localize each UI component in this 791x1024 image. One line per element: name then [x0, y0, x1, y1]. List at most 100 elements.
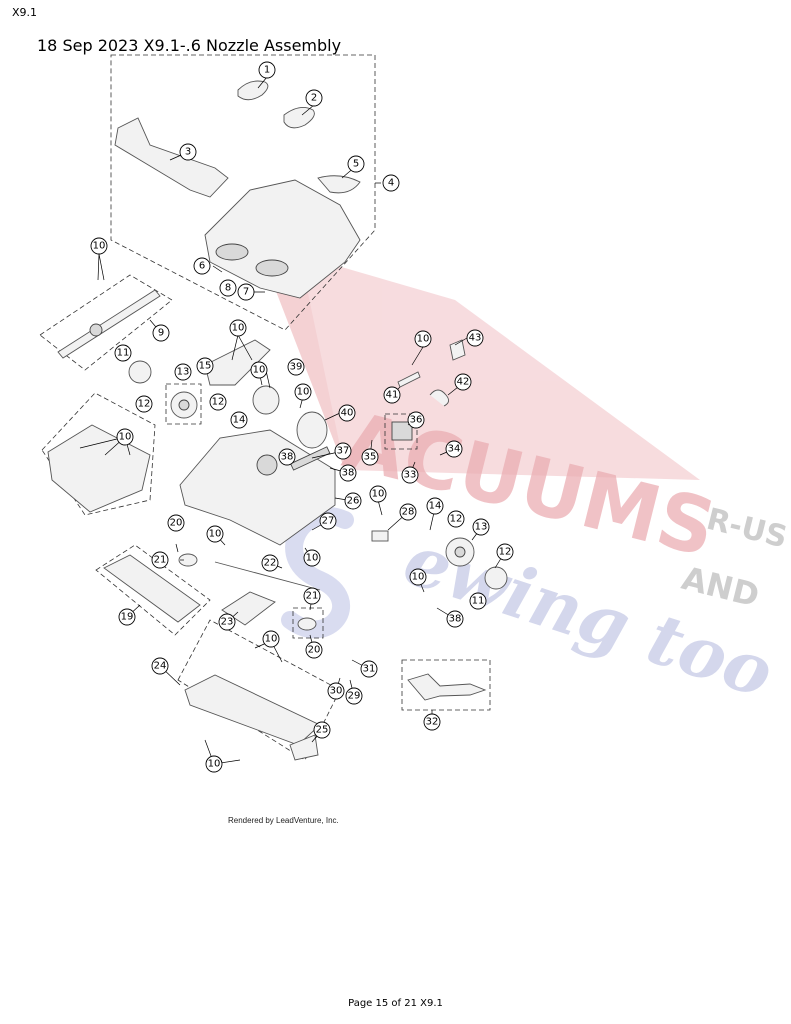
callout-10f-label: 10 — [417, 334, 430, 345]
callout-25-label: 25 — [316, 725, 329, 736]
part-21-bearing-a — [178, 553, 198, 567]
callout-10l-label: 10 — [208, 759, 221, 770]
callout-30: 30 — [327, 682, 345, 700]
callout-10j: 10 — [409, 568, 427, 586]
callout-13b: 13 — [472, 518, 490, 536]
callout-4: 4 — [382, 174, 400, 192]
part-38-washer — [256, 454, 278, 476]
callout-42-label: 42 — [457, 377, 470, 388]
callout-25: 25 — [313, 721, 331, 739]
callout-10k-label: 10 — [265, 634, 278, 645]
callout-1: 1 — [258, 61, 276, 79]
part-brushroll-base — [47, 424, 151, 513]
callout-21b-label: 21 — [306, 591, 319, 602]
callout-37-label: 37 — [337, 446, 350, 457]
doc-code: X9.1 — [12, 6, 38, 19]
parts — [47, 80, 508, 761]
callout-24-label: 24 — [154, 661, 167, 672]
callout-38b: 38 — [339, 464, 357, 482]
callout-23: 23 — [218, 613, 236, 631]
callout-3: 3 — [179, 143, 197, 161]
part-37-belt-strip — [290, 446, 331, 471]
page-title: 18 Sep 2023 X9.1-.6 Nozzle Assembly — [37, 36, 342, 55]
callout-39: 39 — [287, 358, 305, 376]
callout-10d: 10 — [294, 383, 312, 401]
callout-33-label: 33 — [404, 470, 417, 481]
callout-14a: 14 — [230, 411, 248, 429]
part-2-knob — [283, 106, 315, 129]
callout-35: 35 — [361, 448, 379, 466]
callout-12c: 12 — [447, 510, 465, 528]
callout-2-label: 2 — [311, 93, 317, 104]
callout-23-label: 23 — [221, 617, 234, 628]
part-26-base — [179, 429, 336, 546]
callout-41: 41 — [383, 386, 401, 404]
callout-28: 28 — [399, 503, 417, 521]
callout-4-label: 4 — [388, 178, 394, 189]
callout-30-label: 30 — [330, 686, 343, 697]
callout-5: 5 — [347, 155, 365, 173]
callout-40: 40 — [338, 404, 356, 422]
part-28-latch — [371, 530, 389, 542]
callout-39-label: 39 — [290, 362, 303, 373]
part-42-spring — [429, 389, 449, 407]
callout-29-label: 29 — [348, 691, 361, 702]
callout-13a-label: 13 — [177, 367, 190, 378]
part-13-wheel-right-hub — [454, 546, 466, 558]
group-outline-19 — [95, 544, 211, 636]
callout-6-label: 6 — [199, 261, 205, 272]
callout-12c-label: 12 — [450, 514, 463, 525]
part-9-gear — [89, 323, 103, 337]
callout-38c: 38 — [446, 610, 464, 628]
part-4-hood-window-left — [215, 243, 249, 261]
callout-32: 32 — [423, 713, 441, 731]
callout-10a: 10 — [90, 237, 108, 255]
part-36-switch — [391, 421, 413, 441]
callout-10h: 10 — [206, 525, 224, 543]
group-outline-brushroll-base — [41, 392, 156, 516]
callout-10b-label: 10 — [232, 323, 245, 334]
callout-9-label: 9 — [158, 328, 164, 339]
callout-13b-label: 13 — [475, 522, 488, 533]
callout-36: 36 — [407, 411, 425, 429]
callout-8-label: 8 — [225, 283, 231, 294]
part-19-brushroll — [103, 554, 201, 623]
part-24-baseplate — [184, 674, 321, 746]
callout-34: 34 — [445, 440, 463, 458]
callout-7: 7 — [237, 283, 255, 301]
part-23-plate — [221, 591, 276, 626]
callout-26: 26 — [344, 492, 362, 510]
watermark-suffix1: R-US — [703, 502, 791, 556]
callout-43-label: 43 — [469, 333, 482, 344]
callout-5-label: 5 — [353, 159, 359, 170]
callout-6: 6 — [193, 257, 211, 275]
callout-15-label: 15 — [199, 361, 212, 372]
callout-11b: 11 — [469, 592, 487, 610]
callout-13a: 13 — [174, 363, 192, 381]
callout-7-label: 7 — [243, 287, 249, 298]
callout-40-label: 40 — [341, 408, 354, 419]
group-outline-4 — [110, 54, 376, 331]
callout-10j-label: 10 — [412, 572, 425, 583]
callout-12d: 12 — [496, 543, 514, 561]
part-3-bumper — [114, 117, 229, 198]
callout-12a: 12 — [135, 395, 153, 413]
part-4-hood-window-right — [255, 259, 289, 277]
group-outline-36 — [384, 413, 418, 450]
callout-31-label: 31 — [363, 664, 376, 675]
callout-29: 29 — [345, 687, 363, 705]
callout-21a-label: 21 — [154, 555, 167, 566]
callouts: 1 2 3 5 4 10 6 8 7 9 10 11 15 10 39 13 1… — [90, 61, 514, 773]
callout-20b-label: 20 — [308, 645, 321, 656]
callout-1-label: 1 — [264, 65, 270, 76]
callout-10g-label: 10 — [372, 489, 385, 500]
callout-33: 33 — [401, 466, 419, 484]
callout-10k: 10 — [262, 630, 280, 648]
group-outline-9 — [39, 274, 173, 371]
callout-22-label: 22 — [264, 558, 277, 569]
callout-36-label: 36 — [410, 415, 423, 426]
callout-8: 8 — [219, 279, 237, 297]
part-4-hood — [204, 179, 361, 299]
callout-20a-label: 20 — [170, 518, 183, 529]
watermark-swirl-s — [281, 507, 354, 639]
